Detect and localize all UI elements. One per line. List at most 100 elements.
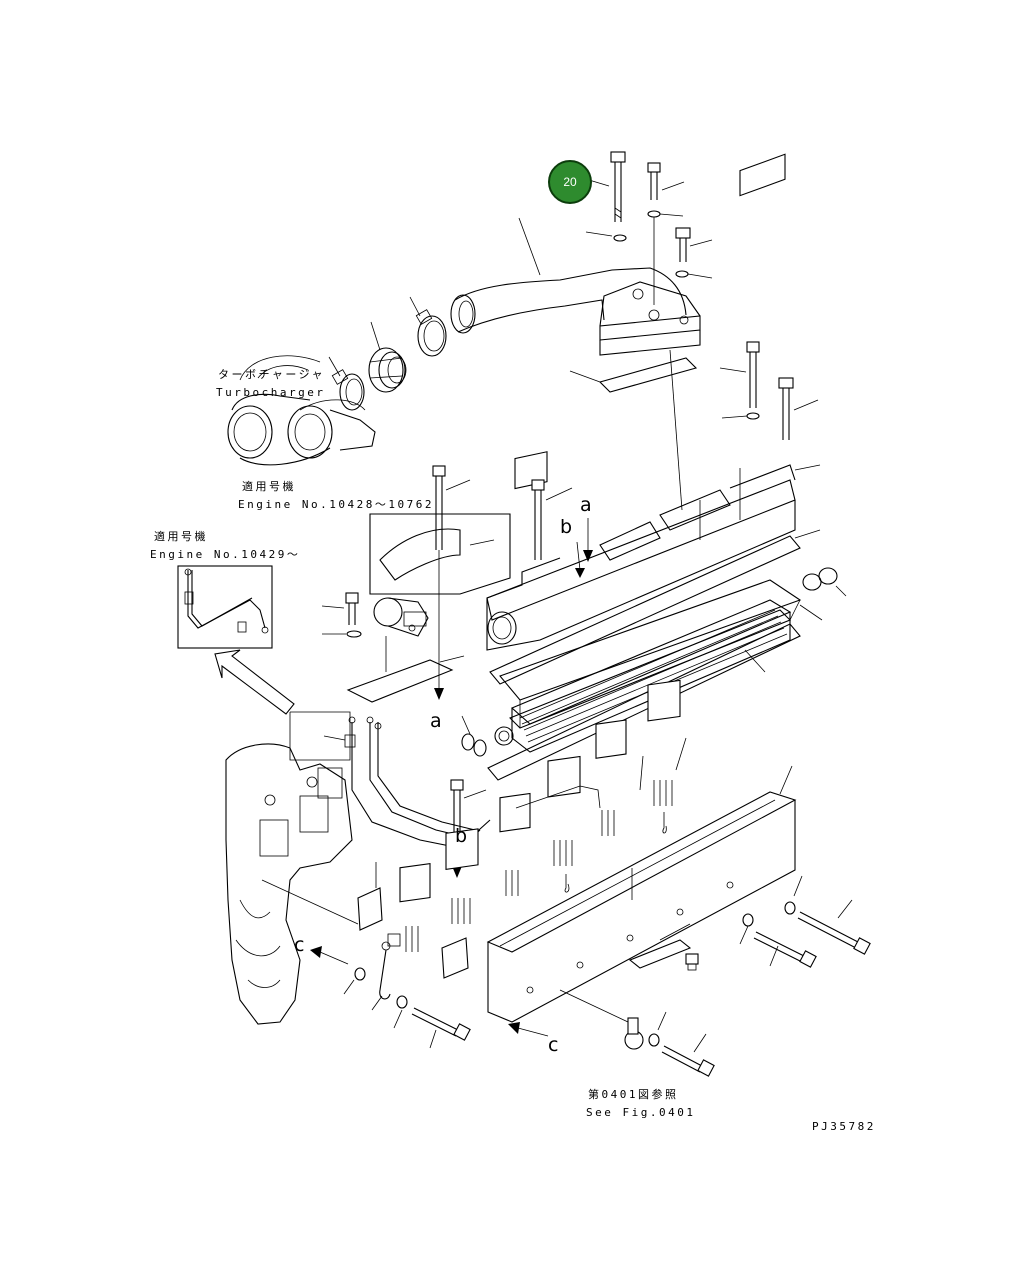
chamber-washer-1[interactable] [784, 901, 796, 915]
callout-badge[interactable]: 20 [548, 160, 592, 204]
relay-wire [515, 785, 601, 809]
elbow-gasket[interactable] [598, 357, 698, 393]
manifold-end-bolt-2[interactable] [531, 479, 545, 560]
top-bolt-short-1[interactable] [647, 162, 661, 200]
relay-washer[interactable] [346, 630, 362, 638]
drain-plug[interactable] [685, 953, 699, 971]
small-gasket-1[interactable] [357, 887, 383, 931]
top-washer-2[interactable] [647, 210, 661, 218]
arrow-a-head [434, 688, 444, 700]
heater-relay-3[interactable] [547, 755, 581, 893]
manifold-end-bolt-1[interactable] [432, 465, 446, 550]
leader [675, 737, 687, 771]
harness-bracket-frame [289, 711, 351, 761]
heater-wire-harness[interactable] [344, 716, 491, 849]
leader [323, 735, 346, 741]
leader [661, 181, 685, 191]
manifold-bolt-2[interactable] [778, 377, 794, 440]
leader [837, 899, 853, 919]
chamber-bolt-2[interactable] [753, 931, 817, 968]
arrow-c-right-line [517, 1027, 549, 1037]
relay-bracket[interactable] [346, 659, 454, 703]
relay-bolt[interactable] [345, 592, 359, 625]
reference-jp: 第0401図参照 [588, 1088, 679, 1101]
o-rings-small[interactable] [461, 733, 487, 757]
heater-element[interactable] [494, 599, 792, 753]
leader [518, 217, 541, 276]
clamp-bolt[interactable] [661, 1045, 715, 1077]
heat-shield[interactable] [379, 528, 495, 581]
marker-a-top: a [580, 494, 592, 516]
leader [779, 765, 793, 795]
applicability-1-en: Engine No.10428～10762 [238, 498, 434, 511]
heater-relay-2[interactable] [595, 719, 627, 836]
intake-manifold[interactable] [486, 153, 821, 651]
leader [463, 789, 487, 799]
harness-box [177, 565, 273, 649]
turbo-label-en: Turbocharger [216, 386, 326, 399]
marker-b-top: b [560, 516, 573, 538]
leader [461, 715, 471, 735]
marker-c-left: c [294, 934, 305, 956]
leader [689, 239, 713, 247]
top-washer-1[interactable] [613, 234, 627, 242]
ground-cable[interactable] [379, 933, 401, 1000]
ground-washer-1[interactable] [354, 967, 366, 981]
connector-hose[interactable] [368, 347, 407, 393]
applicability-1-jp: 適用号機 [242, 480, 296, 493]
leader [793, 875, 803, 897]
o-rings-pair[interactable] [802, 567, 838, 591]
small-gasket-2[interactable] [441, 937, 469, 979]
turbocharger[interactable] [227, 355, 376, 466]
intake-elbow-pipe[interactable] [450, 267, 701, 356]
clamp-washer[interactable] [648, 1033, 660, 1047]
hose-clamp-1[interactable] [415, 309, 447, 357]
heater-relay[interactable] [373, 597, 429, 637]
leader [639, 755, 644, 791]
arrow-a-top-head [583, 550, 593, 562]
lower-gasket[interactable] [487, 623, 801, 781]
leader [744, 649, 766, 673]
leader [769, 945, 779, 967]
heater-relay-4[interactable] [499, 792, 531, 896]
leader [585, 231, 613, 237]
applicability-2-jp: 適用号機 [154, 530, 208, 543]
drawing-id: PJ35782 [812, 1120, 876, 1133]
leader [659, 213, 684, 217]
chamber-bolt-1[interactable] [797, 911, 871, 955]
leader [719, 367, 747, 373]
leader [794, 529, 821, 539]
leader [588, 179, 610, 187]
leader [371, 995, 383, 1011]
leader [445, 479, 471, 491]
ground-bolt[interactable] [411, 1007, 471, 1041]
chamber-washer-2[interactable] [742, 913, 754, 927]
leader [793, 399, 819, 411]
leader [687, 273, 713, 279]
intake-chamber-lower[interactable] [486, 791, 797, 1023]
heater-relay-1[interactable] [647, 679, 681, 834]
heater-relay-6[interactable] [399, 862, 431, 952]
arrow-c-left-line [319, 951, 349, 965]
manifold-bolt-1[interactable] [746, 341, 760, 408]
top-bolt-short-2[interactable] [675, 227, 691, 262]
manifold-gasket[interactable] [489, 535, 801, 685]
leader [328, 356, 341, 377]
arrow-c-left-head [310, 946, 322, 958]
chamber-gasket[interactable] [628, 939, 692, 969]
ground-washer-2[interactable] [396, 995, 408, 1009]
engine-block [225, 743, 353, 1025]
hose-clamp-2[interactable] [331, 369, 365, 411]
ground-harness[interactable] [184, 568, 269, 634]
pipe-clamp[interactable] [624, 1017, 644, 1050]
applicability-2-en: Engine No.10429～ [150, 548, 301, 561]
reference-en: See Fig.0401 [586, 1106, 696, 1119]
leader [393, 1009, 403, 1029]
heater-relay-5[interactable] [445, 828, 479, 924]
top-bolt-long[interactable] [610, 151, 626, 222]
leader [835, 585, 847, 597]
manifold-washer[interactable] [746, 412, 760, 420]
top-washer-3[interactable] [675, 270, 689, 278]
